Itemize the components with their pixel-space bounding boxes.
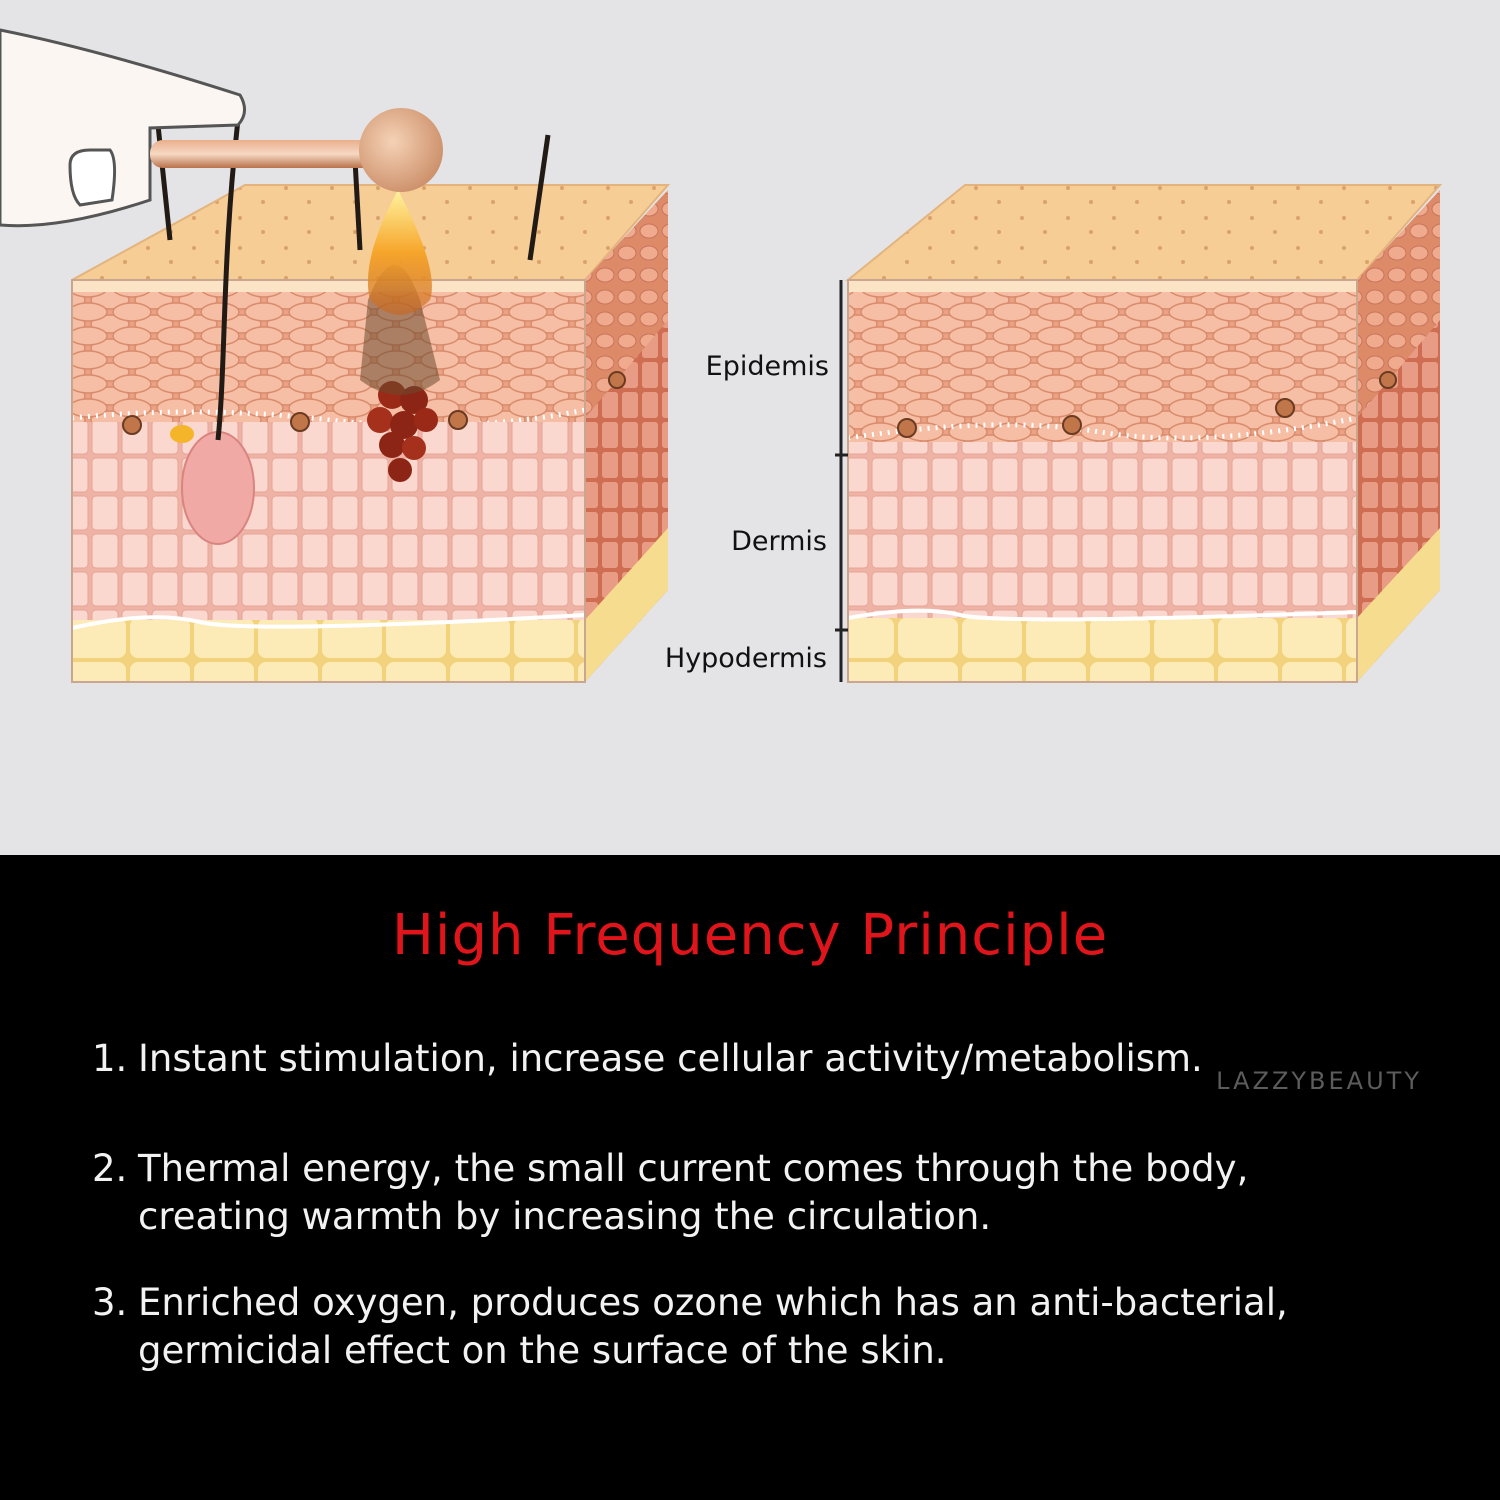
point-text: Thermal energy, the small current comes … (138, 1147, 1249, 1238)
info-panel: High Frequency Principle 1. Instant stim… (0, 855, 1500, 1500)
hair-strand (215, 119, 241, 441)
treated-skin-block (0, 28, 671, 683)
right-skin-surface (845, 184, 1443, 281)
normal-skin-block (835, 184, 1443, 683)
flame (367, 190, 432, 315)
right-dermis (848, 442, 1357, 618)
electrode-ball (359, 108, 443, 192)
left-epidermis (72, 292, 585, 422)
melanocyte (448, 410, 468, 430)
point-number: 1. (92, 1037, 128, 1080)
left-dermis (72, 422, 585, 620)
point-3: 3. Enriched oxygen, produces ozone which… (92, 1279, 1358, 1375)
point-number: 2. (92, 1147, 128, 1190)
melanocyte (290, 412, 310, 432)
point-text: Enriched oxygen, produces ozone which ha… (138, 1281, 1288, 1372)
melanocyte (1275, 398, 1295, 418)
hand (0, 28, 246, 228)
sebum-drop (170, 425, 194, 443)
point-1: 1. Instant stimulation, increase cellula… (92, 1035, 1358, 1083)
point-text: Instant stimulation, increase cellular a… (138, 1037, 1203, 1080)
melanocyte (1062, 415, 1082, 435)
electrode-rod (150, 140, 385, 168)
hair-strand-3 (352, 159, 363, 251)
point-number: 3. (92, 1281, 128, 1324)
left-hypodermis (72, 620, 585, 682)
label-epidermis: Epidemis (706, 351, 829, 382)
hair-follicle (181, 431, 255, 545)
brand-logo: LAZZYBEAUTY (1216, 1067, 1422, 1095)
left-basal-line (71, 407, 586, 429)
left-dermis-boundary (71, 613, 586, 630)
left-stratum-line (72, 280, 585, 292)
panel-title: High Frequency Principle (391, 903, 1109, 968)
left-side-hypodermis (585, 528, 668, 682)
right-epidermis (848, 292, 1357, 442)
skin-diagram: Epidemis Dermis Hypodermis (0, 28, 1443, 683)
label-hypodermis: Hypodermis (665, 643, 827, 674)
left-side-epidermis (585, 190, 668, 418)
fingernail (68, 148, 117, 207)
hair-strand-4 (527, 134, 551, 261)
melanocyte (897, 418, 917, 438)
point-2: 2. Thermal energy, the small current com… (92, 1145, 1358, 1241)
skin-diagram-area: Epidemis Dermis Hypodermis (0, 28, 1443, 683)
melanocyte (1379, 371, 1397, 389)
right-hypodermis (848, 618, 1357, 682)
label-dermis: Dermis (731, 526, 827, 557)
melanocyte (122, 415, 142, 435)
melanocyte (608, 371, 626, 389)
